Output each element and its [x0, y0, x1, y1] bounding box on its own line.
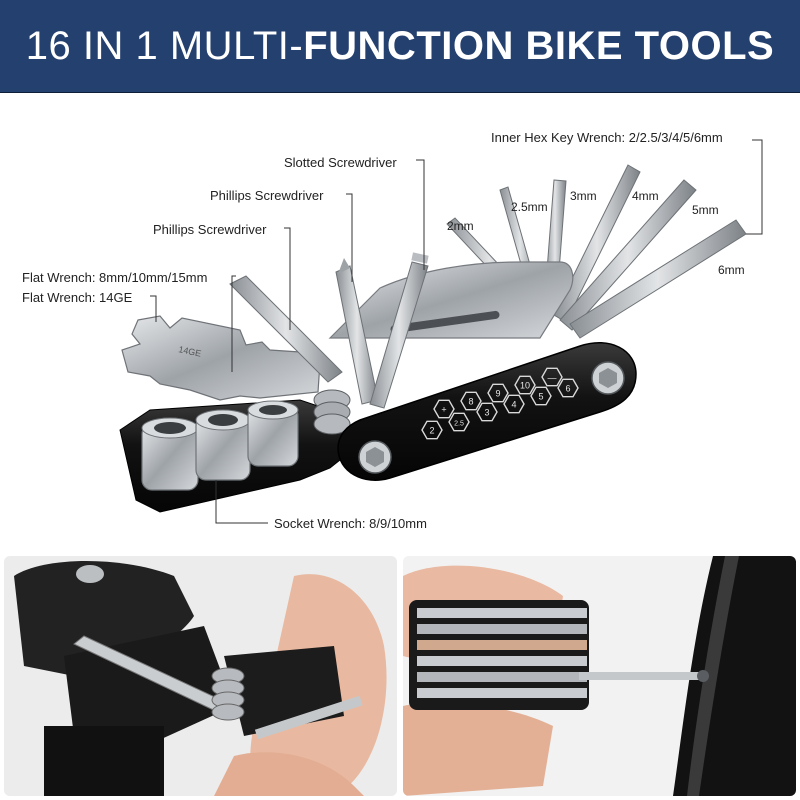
banner-title: 16 IN 1 MULTI-FUNCTION BIKE TOOLS: [0, 20, 800, 72]
label-size-4mm: 4mm: [632, 189, 659, 203]
label-size-2mm: 2mm: [447, 219, 474, 233]
handle-markings: +8 9 10 — 3 4 5 6 2 2.5: [421, 367, 579, 440]
label-socket-wrench: Socket Wrench: 8/9/10mm: [274, 516, 427, 531]
bolt-left: [358, 440, 392, 474]
label-flat-wrench-2: Flat Wrench: 14GE: [22, 290, 133, 305]
leader-socket: [215, 480, 268, 524]
handle-marking-label: 2: [429, 426, 434, 436]
leader-phillips-1: [346, 193, 353, 282]
handle-marking-label: —: [548, 373, 557, 383]
product-diagram: 14GE: [0, 92, 800, 550]
flat-wrench-plate: [121, 315, 321, 401]
socket-10mm: [247, 400, 299, 467]
label-size-25mm: 2.5mm: [511, 200, 548, 214]
frame-photo-tool: [409, 600, 699, 710]
handle-marking-label: 2.5: [454, 421, 464, 428]
label-hex-key: Inner Hex Key Wrench: 2/2.5/3/4/5/6mm: [491, 130, 723, 145]
leader-hex-key: [746, 139, 763, 235]
slotted-tip: [411, 252, 429, 264]
banner-title-bold: FUNCTION BIKE TOOLS: [303, 24, 775, 68]
hex-key-5mm: [559, 179, 697, 331]
plate-slot: [390, 310, 500, 334]
handle-marking-label: 4: [511, 400, 516, 410]
multi-tool-illustration: 14GE: [119, 139, 763, 524]
handle-marking-hex: [503, 394, 525, 414]
hex-key-6mm: [569, 219, 747, 339]
handle-marking-label: 5: [538, 392, 543, 402]
handle-marking-hex: [460, 391, 482, 411]
title-banner: 16 IN 1 MULTI-FUNCTION BIKE TOOLS: [0, 0, 800, 93]
leader-slotted: [416, 159, 425, 270]
handle-marking-hex: [448, 412, 470, 432]
handle-marking-hex: [557, 378, 579, 398]
handle-marking-hex: [433, 399, 455, 419]
phillips-bit-left: [229, 275, 343, 383]
handle-marking-hex: [530, 386, 552, 406]
handle-marking-hex: [514, 375, 536, 395]
usage-photo-stem: [4, 556, 397, 796]
handle-marking-label: 9: [495, 389, 500, 399]
handle-marking-hex: [476, 402, 498, 422]
hinge-springs: [313, 389, 351, 435]
leader-phillips-2: [284, 227, 291, 330]
hex-key-bars: [446, 164, 747, 339]
handle-marking-hex: [487, 383, 509, 403]
handle-marking-hex: [541, 367, 563, 387]
label-phillips-screwdriver-2: Phillips Screwdriver: [153, 222, 267, 237]
label-size-6mm: 6mm: [718, 263, 745, 277]
phillips-tip: [338, 258, 350, 274]
handle-marking-label: 10: [520, 381, 530, 391]
slotted-bit: [369, 261, 429, 409]
handle-marking-label: +: [441, 405, 446, 415]
wrench-engraving: 14GE: [178, 344, 203, 359]
handle-marking-label: 3: [484, 408, 489, 418]
banner-title-light: 16 IN 1 MULTI-: [25, 24, 304, 68]
callout-lines: [150, 139, 763, 524]
label-slotted-screwdriver: Slotted Screwdriver: [284, 155, 397, 170]
label-flat-wrench-1: Flat Wrench: 8mm/10mm/15mm: [22, 270, 208, 285]
usage-photo-stem-illustration: [4, 556, 397, 796]
label-size-5mm: 5mm: [692, 203, 719, 217]
handle-marking-hex: [421, 420, 443, 440]
bolt-right: [591, 361, 625, 395]
label-size-3mm: 3mm: [570, 189, 597, 203]
socket-9mm: [195, 409, 251, 481]
handle-marking-label: 6: [565, 384, 570, 394]
handle-marking-label: 8: [468, 397, 473, 407]
socket-8mm: [141, 417, 199, 491]
leader-flat-wrench-2: [150, 295, 157, 322]
steel-side-plate: [328, 261, 574, 339]
sockets: [141, 400, 299, 491]
label-phillips-screwdriver-1: Phillips Screwdriver: [210, 188, 324, 203]
usage-photo-frame-illustration: [403, 556, 796, 796]
leader-flat-wrench-1: [231, 275, 236, 372]
usage-photo-frame: [403, 556, 796, 796]
